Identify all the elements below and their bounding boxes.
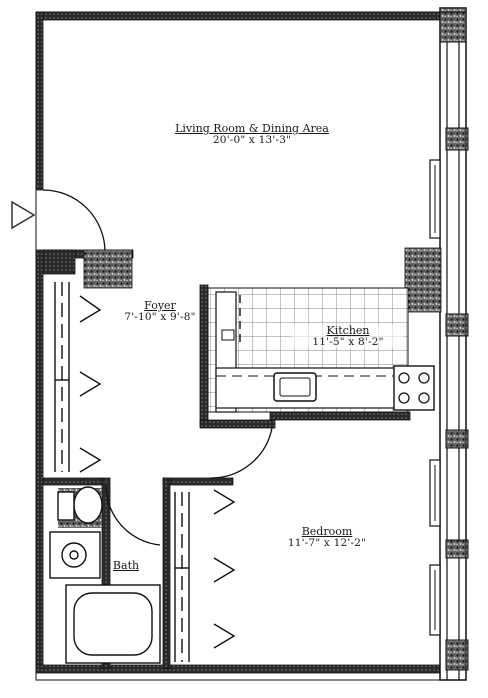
bath-fixtures xyxy=(49,486,161,664)
bedroom-dims: 11'-7" x 12'-2" xyxy=(287,536,367,549)
plan-boundary xyxy=(35,11,467,681)
living-room-name: Living Room & Dining Area xyxy=(175,122,329,135)
foyer-dims: 7'-10" x 9'-8" xyxy=(124,310,196,323)
kitchen-area xyxy=(207,287,435,413)
bath-label: Bath xyxy=(104,556,148,573)
bedroom-door-swing xyxy=(209,427,273,479)
living-room-dims: 20'-0" x 13'-3" xyxy=(212,133,292,146)
bedroom-closet xyxy=(174,489,236,662)
interior-walls xyxy=(42,247,442,669)
foyer-name: Foyer xyxy=(144,299,176,312)
bedroom-label: Bedroom 11'-7" x 12'-2" xyxy=(262,526,392,549)
foyer-closet xyxy=(54,282,102,473)
window-column xyxy=(429,7,469,681)
toilet-icon xyxy=(73,486,103,524)
kitchen-name: Kitchen xyxy=(326,324,370,337)
kitchen-dims: 11'-5" x 8'-2" xyxy=(312,335,384,348)
entry-arrow-icon xyxy=(11,200,36,230)
bedroom-name: Bedroom xyxy=(301,525,353,538)
bath-door-swing xyxy=(105,484,161,546)
foyer-label: Foyer 7'-10" x 9'-8" xyxy=(104,300,216,323)
kitchen-label: Kitchen 11'-5" x 8'-2" xyxy=(292,325,404,348)
entry-door-swing xyxy=(42,189,106,253)
living-room-label: Living Room & Dining Area 20'-0" x 13'-3… xyxy=(152,123,352,146)
bath-name: Bath xyxy=(112,559,140,572)
